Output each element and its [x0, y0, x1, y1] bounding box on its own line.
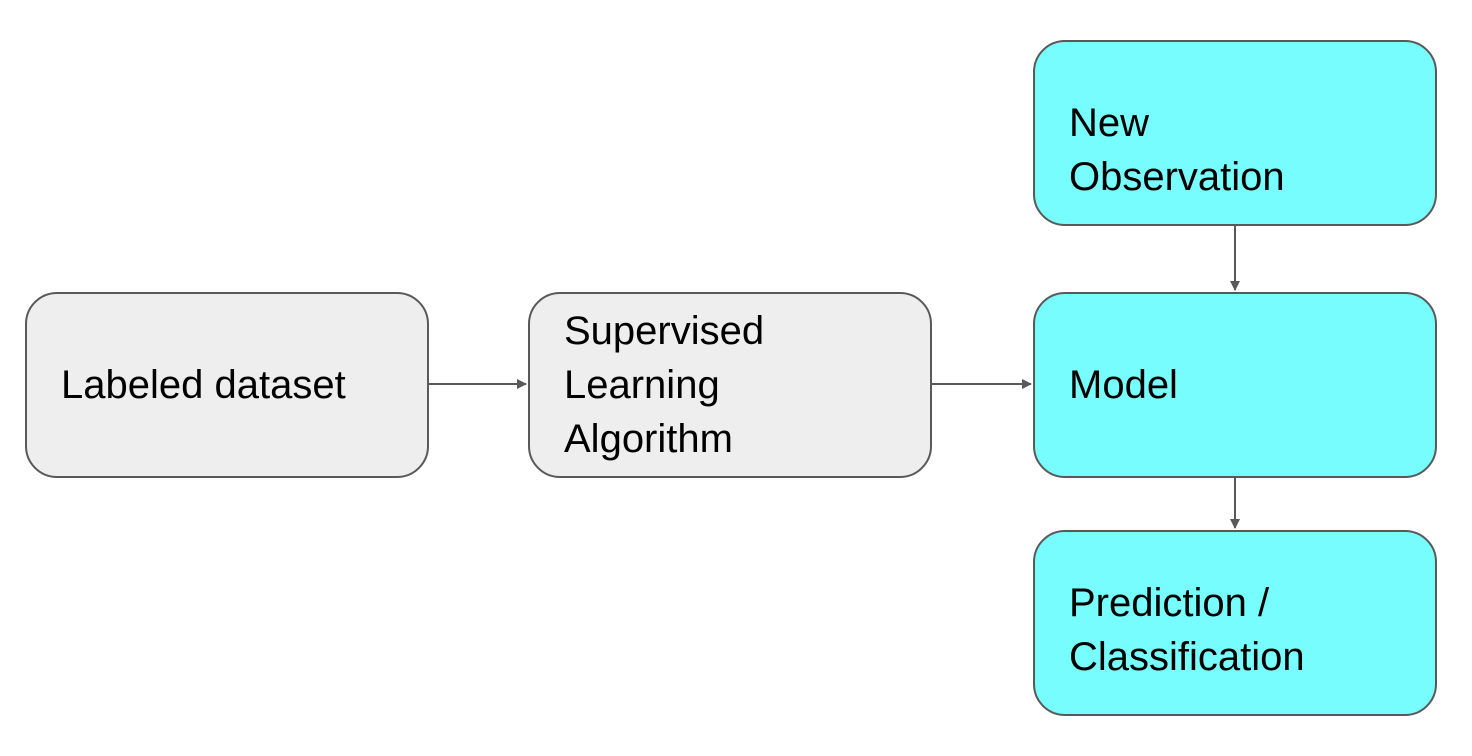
- model-line: Model: [1069, 363, 1178, 407]
- prediction-line-2: Classification: [1069, 635, 1305, 679]
- algorithm-line-1: Supervised: [564, 309, 765, 353]
- supervised-learning-algorithm-node: Supervised Learning Algorithm: [528, 292, 932, 478]
- algorithm-line-2: Learning: [564, 363, 720, 407]
- prediction-classification-node: Prediction / Classification: [1033, 530, 1437, 716]
- labeled-dataset-line: Labeled dataset: [61, 363, 346, 407]
- algorithm-line-3: Algorithm: [564, 417, 733, 461]
- new-observation-node: New Observation: [1033, 40, 1437, 226]
- algorithm-label: Supervised Learning Algorithm: [564, 304, 764, 466]
- new-observation-label: New Observation: [1069, 96, 1285, 204]
- new-observation-line-2: Observation: [1069, 155, 1285, 199]
- model-node: Model: [1033, 292, 1437, 478]
- prediction-line-1: Prediction /: [1069, 581, 1270, 625]
- labeled-dataset-node: Labeled dataset: [25, 292, 429, 478]
- prediction-label: Prediction / Classification: [1069, 576, 1305, 684]
- labeled-dataset-label: Labeled dataset: [61, 358, 346, 412]
- new-observation-line-1: New: [1069, 101, 1150, 145]
- model-label: Model: [1069, 358, 1178, 412]
